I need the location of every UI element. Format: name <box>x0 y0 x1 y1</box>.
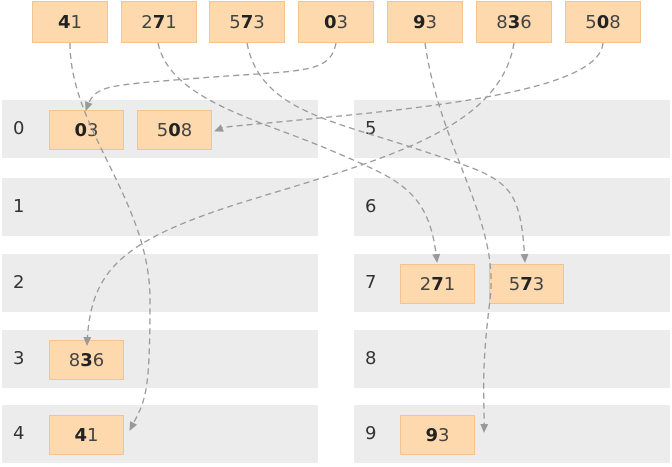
digit: 3 <box>425 11 437 33</box>
digit-highlight: 4 <box>74 424 88 446</box>
bucket-label: 6 <box>365 196 377 217</box>
digit: 3 <box>336 11 348 33</box>
bucket-label: 4 <box>13 423 25 444</box>
digit: 8 <box>496 11 508 33</box>
digit-highlight: 7 <box>240 11 254 33</box>
digit-highlight: 7 <box>152 11 166 33</box>
bucket-label: 5 <box>365 118 377 139</box>
bucket-label: 9 <box>365 423 377 444</box>
digit: 2 <box>419 273 432 295</box>
digit: 2 <box>141 11 153 33</box>
bucket-label: 8 <box>365 348 377 369</box>
digit-highlight: 4 <box>58 11 71 33</box>
bucket-label: 7 <box>365 272 377 293</box>
digit: 8 <box>180 119 193 141</box>
digit: 1 <box>87 424 99 446</box>
digit: 6 <box>520 11 532 33</box>
digit: 5 <box>156 119 169 141</box>
digit: 3 <box>87 119 99 141</box>
bucket-row-8 <box>354 330 670 388</box>
digit-highlight: 3 <box>80 349 93 371</box>
digit-highlight: 3 <box>507 11 521 33</box>
digit: 5 <box>585 11 597 33</box>
digit: 5 <box>229 11 241 33</box>
digit: 5 <box>508 273 521 295</box>
digit: 1 <box>443 273 456 295</box>
bucket-label: 0 <box>13 118 25 139</box>
digit-highlight: 7 <box>431 273 444 295</box>
bucket-label: 1 <box>13 196 25 217</box>
bucket-row-2 <box>2 254 318 312</box>
digit: 8 <box>609 11 621 33</box>
digit-highlight: 9 <box>413 11 426 33</box>
digit: 1 <box>70 11 82 33</box>
digit: 6 <box>92 349 105 371</box>
digit-highlight: 0 <box>74 119 88 141</box>
digit: 8 <box>68 349 81 371</box>
bucket-row-1 <box>2 178 318 236</box>
digit: 3 <box>438 424 450 446</box>
digit-highlight: 7 <box>520 273 533 295</box>
digit: 1 <box>165 11 177 33</box>
bucket-row-5 <box>354 100 670 158</box>
digit: 3 <box>253 11 265 33</box>
bucket-row-6 <box>354 178 670 236</box>
digit-highlight: 0 <box>596 11 610 33</box>
bucket-label: 2 <box>13 272 25 293</box>
digit: 3 <box>532 273 545 295</box>
bucket-label: 3 <box>13 348 25 369</box>
digit-highlight: 9 <box>425 424 439 446</box>
digit-highlight: 0 <box>324 11 337 33</box>
digit-highlight: 0 <box>168 119 181 141</box>
